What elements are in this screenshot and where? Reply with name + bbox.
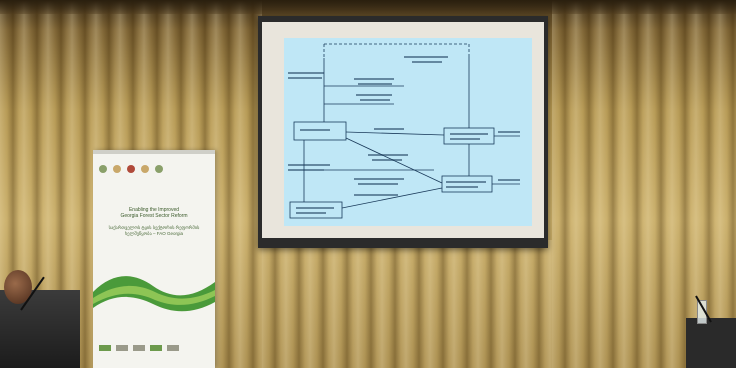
partner-logo-icon — [155, 165, 163, 173]
curtain-valance — [0, 0, 736, 14]
banner-top-bar — [93, 150, 215, 154]
partner-logo-icon — [113, 165, 121, 173]
partner-logo-icon — [99, 165, 107, 173]
banner-title: Enabling the Improved Georgia Forest Sec… — [101, 207, 207, 219]
footer-logo-icon — [133, 345, 145, 351]
side-table — [686, 318, 736, 368]
green-wave-graphic — [93, 276, 215, 312]
partner-logo-icon — [127, 165, 135, 173]
curtain-middle — [262, 240, 552, 368]
partner-logo-icon — [141, 165, 149, 173]
banner-title-line: Enabling the Improved — [128, 207, 180, 213]
projector-screen-bar — [258, 238, 548, 248]
flow-box-bottom-left — [289, 201, 343, 219]
flowchart-diagram — [288, 43, 520, 219]
curtain-right — [552, 0, 736, 368]
footer-logo-icon — [167, 345, 179, 351]
flow-box-left — [293, 121, 347, 141]
footer-logo-icon — [150, 345, 162, 351]
banner-subtitle-line: საქართველოს ტყის სექტორის რეფორმის — [108, 225, 200, 230]
flow-box-right-lower — [441, 175, 493, 193]
banner-subtitle: საქართველოს ტყის სექტორის რეფორმის ხელშე… — [99, 225, 209, 236]
event-banner: Enabling the Improved Georgia Forest Sec… — [93, 150, 215, 368]
banner-subtitle-line: ხელშეწყობა – FAO Georgia — [124, 230, 184, 236]
banner-partner-logos — [99, 162, 209, 176]
projected-slide — [284, 38, 532, 226]
banner-title-line: Georgia Forest Sector Reform — [120, 213, 188, 219]
banner-footer-logos — [99, 342, 209, 354]
footer-logo-icon — [116, 345, 128, 351]
footer-logo-icon — [99, 345, 111, 351]
flow-box-right-upper — [443, 127, 495, 145]
